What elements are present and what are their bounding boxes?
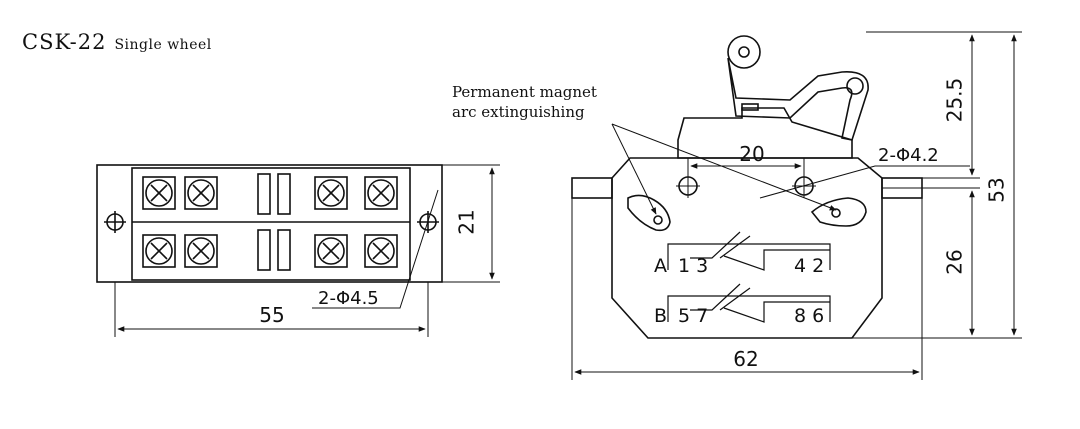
front-center-slot-bottom-right xyxy=(277,229,291,271)
contact-a-right-terminals: 4 2 xyxy=(794,255,824,277)
dim-total-label: 53 xyxy=(985,177,1009,202)
model-name: CSK-22 xyxy=(22,30,107,54)
hole-spacing-label: 20 xyxy=(739,142,764,166)
front-center-slot-bottom-left xyxy=(257,229,271,271)
terminal-screw xyxy=(184,176,218,210)
dim-top-label: 25.5 xyxy=(943,78,967,123)
dim-body-label: 26 xyxy=(943,249,967,274)
roller-wheel xyxy=(727,35,761,69)
mount-hole-left xyxy=(676,174,700,198)
flange-left xyxy=(571,177,613,199)
terminal-screw xyxy=(142,234,176,268)
contact-a-frame xyxy=(667,243,831,270)
contact-a-left-terminals: 1 3 xyxy=(678,255,708,277)
upper-housing xyxy=(677,107,853,159)
terminal-screw xyxy=(364,234,398,268)
terminal-screw xyxy=(314,234,348,268)
front-view xyxy=(96,164,500,337)
callout-line-2: arc extinguishing xyxy=(452,103,585,121)
side-view xyxy=(571,31,1022,380)
contact-b-letter: B xyxy=(654,305,667,327)
side-hole-label: 2-Φ4.2 xyxy=(878,145,939,166)
contact-b-frame xyxy=(667,295,831,322)
mounting-hole-left xyxy=(104,211,126,233)
contact-b-left-terminals: 5 7 xyxy=(678,305,708,327)
contact-a-letter: A xyxy=(654,255,667,277)
front-terminal-body xyxy=(131,167,411,281)
callout-leader-right xyxy=(611,123,837,211)
front-center-slot-top-left xyxy=(257,173,271,215)
hole-leader-side xyxy=(759,165,970,199)
arc-magnet-right xyxy=(810,197,867,227)
terminal-screw xyxy=(314,176,348,210)
terminal-screw xyxy=(364,176,398,210)
arc-magnet-left xyxy=(627,194,671,232)
switch-body xyxy=(611,157,883,339)
front-hole-label: 2-Φ4.5 xyxy=(318,288,379,309)
actuator-lever xyxy=(727,57,869,141)
front-width-dim-label: 55 xyxy=(259,303,284,327)
dim-width-side-label: 62 xyxy=(733,347,758,371)
front-mount-plate xyxy=(96,164,443,283)
diagram-title: CSK-22 Single wheel xyxy=(22,30,212,54)
front-height-dim-label: 21 xyxy=(455,209,479,234)
terminal-screw xyxy=(184,234,218,268)
terminal-screw xyxy=(142,176,176,210)
callout-leader-left xyxy=(611,123,657,215)
hole-leader-front xyxy=(312,189,439,309)
model-variant: Single wheel xyxy=(114,37,212,53)
contact-b-right-terminals: 8 6 xyxy=(794,305,824,327)
front-center-slot-top-right xyxy=(277,173,291,215)
callout-line-1: Permanent magnet xyxy=(452,83,597,101)
